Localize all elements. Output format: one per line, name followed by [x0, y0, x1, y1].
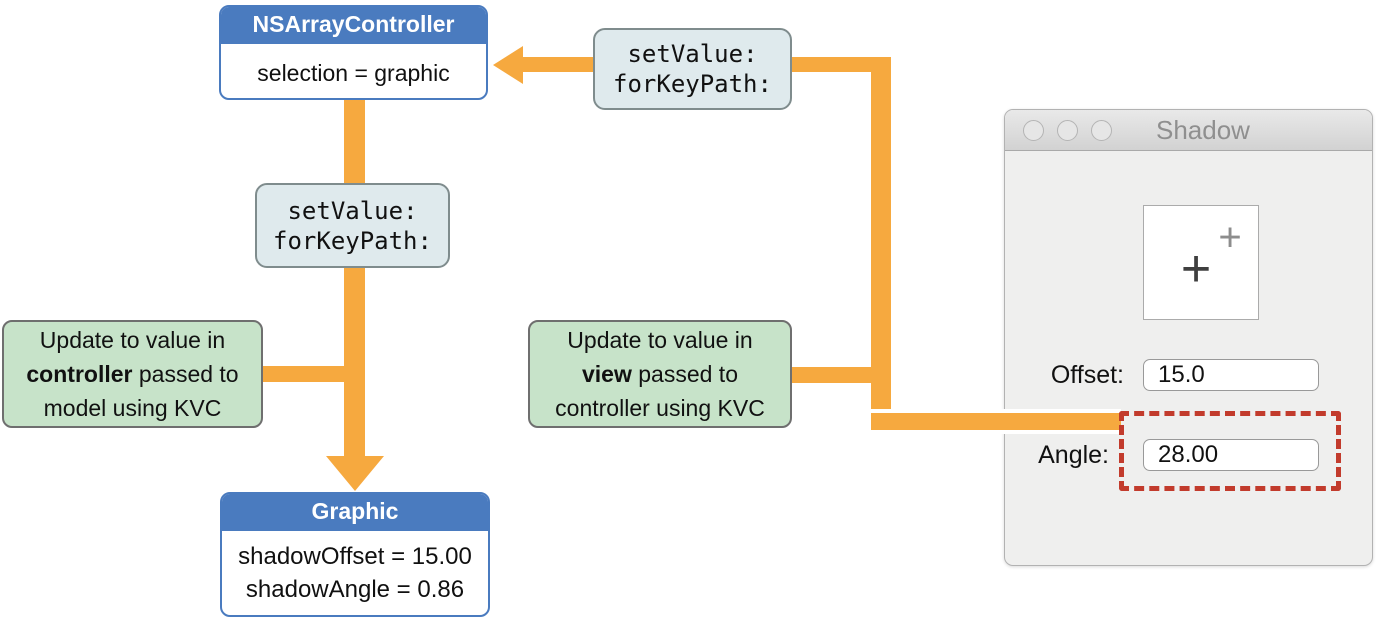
offset-field[interactable] — [1143, 359, 1319, 391]
note-controller-bold: controller — [26, 361, 133, 387]
model-box: Graphic shadowOffset = 15.00 shadowAngle… — [220, 492, 490, 617]
model-box-line2: shadowAngle = 0.86 — [245, 576, 465, 603]
controller-box-title: NSArrayController — [221, 7, 486, 44]
arrow-view-to-controller-bottom-shaft — [871, 409, 1121, 434]
shadow-window: Shadow + + Offset: Angle: — [1004, 109, 1373, 566]
note-view-line1: Update to value in — [567, 327, 753, 353]
angle-highlight-outline — [1119, 411, 1341, 491]
arrowhead-down-icon — [326, 456, 384, 491]
shadow-window-titlebar[interactable]: Shadow — [1005, 110, 1372, 151]
kvc-call-box-top: setValue: forKeyPath: — [593, 28, 792, 110]
arrow-view-to-controller-vertical-shaft — [871, 57, 891, 430]
arrowhead-left-icon — [493, 46, 523, 84]
note-controller-line3: model using KVC — [43, 395, 222, 421]
note-view-line2: view passed to — [530, 357, 790, 391]
note-view-box: Update to value in view passed to contro… — [528, 320, 792, 428]
note-controller-box: Update to value in controller passed to … — [2, 320, 263, 428]
window-title: Shadow — [1156, 114, 1250, 145]
note-view-connector — [783, 367, 878, 383]
kvc-call-left-line1: setValue: — [287, 196, 418, 225]
controller-box-body: selection = graphic — [257, 59, 450, 86]
note-controller-connector — [258, 366, 350, 382]
controller-box: NSArrayController selection = graphic — [219, 5, 488, 100]
kvc-call-box-left: setValue: forKeyPath: — [255, 183, 450, 268]
model-box-title: Graphic — [222, 494, 488, 531]
model-box-line1: shadowOffset = 15.00 — [238, 543, 472, 570]
kvc-call-left-line2: forKeyPath: — [273, 226, 432, 255]
kvc-call-top-line1: setValue: — [627, 40, 758, 68]
angle-field[interactable] — [1143, 439, 1319, 471]
note-controller-line1: Update to value in — [39, 327, 226, 353]
shadow-target-icon: + — [1218, 215, 1242, 260]
offset-label: Offset: — [1050, 361, 1124, 389]
note-view-line3: controller using KVC — [555, 395, 765, 421]
shadow-handle-icon[interactable]: + — [1180, 240, 1212, 298]
angle-label: Angle: — [1038, 441, 1109, 469]
window-zoom-icon[interactable] — [1091, 119, 1112, 141]
window-minimize-icon[interactable] — [1057, 119, 1078, 141]
arrow-controller-to-model-shaft — [344, 98, 365, 458]
note-controller-line2-rest: passed to — [132, 361, 239, 387]
note-controller-line2: controller passed to — [4, 357, 261, 391]
shadow-offset-canvas[interactable]: + + — [1143, 205, 1259, 320]
window-close-icon[interactable] — [1023, 119, 1044, 141]
note-view-line2-rest: passed to — [631, 361, 738, 387]
note-view-bold: view — [581, 361, 632, 387]
kvc-call-top-line2: forKeyPath: — [613, 70, 772, 98]
